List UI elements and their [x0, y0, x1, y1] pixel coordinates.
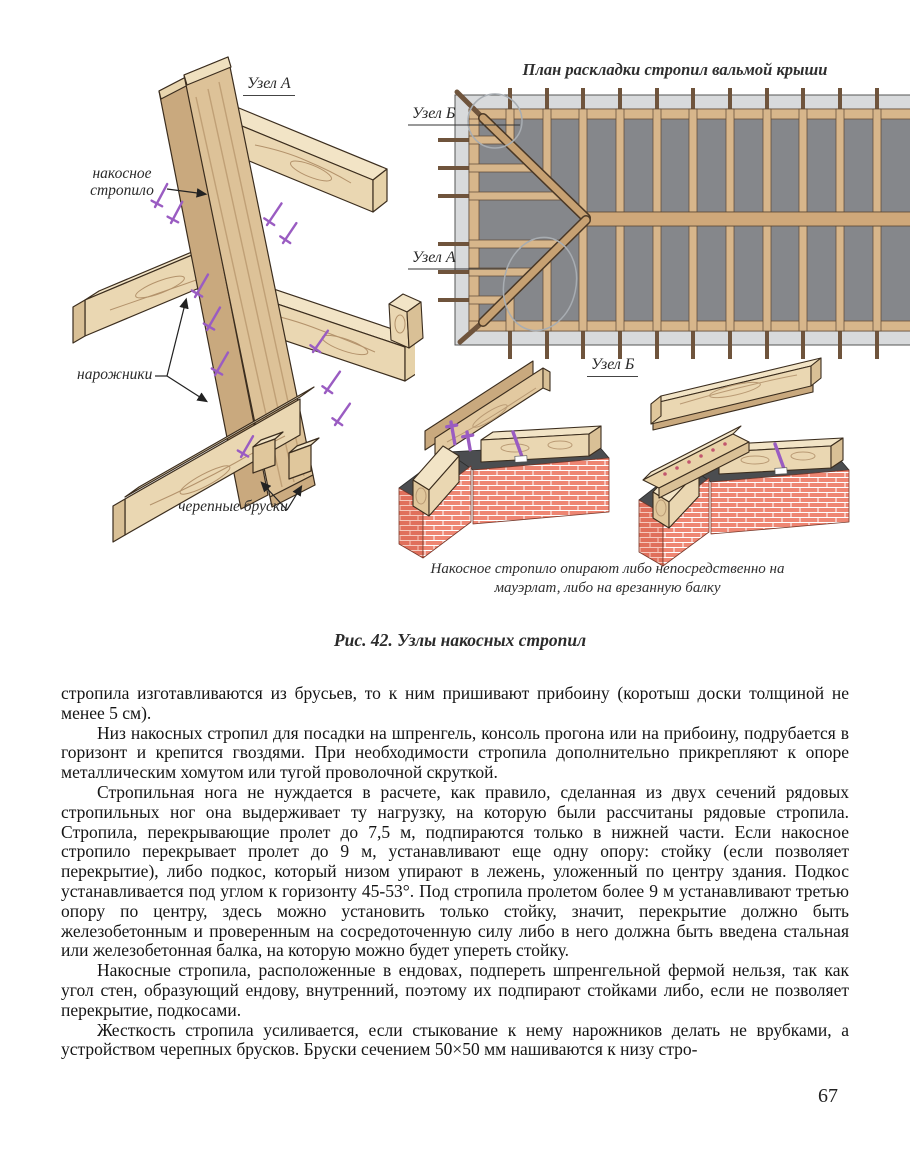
ridge-beam: [584, 211, 910, 227]
figure-caption: Рис. 42. Узлы накосных стропил: [333, 630, 587, 650]
hip-diagonal-rafters: [454, 89, 591, 345]
callout-arrows: [155, 188, 303, 511]
node-b-caption: Накосное стропило опирают либо непосредс…: [430, 561, 785, 596]
common-rafters: [505, 88, 882, 359]
plan-drawing: Узел Б Узел А: [408, 88, 910, 359]
plan-labels: Узел Б Узел А: [408, 105, 520, 270]
node-b-highlight-circle: [467, 93, 523, 149]
plan-jack-rafters: [438, 135, 564, 305]
node-b-detail-right: [638, 357, 850, 567]
cherepnye-bruski-label: черепные бруски: [178, 498, 288, 515]
node-a-drawing: [72, 56, 415, 543]
body-paragraph: Накосные стропила, расположенные в ендов…: [61, 960, 849, 1020]
node-b-title: Узел Б: [587, 356, 639, 377]
node-a-highlight-circle: [502, 236, 578, 332]
node-b-details: Узел Б: [385, 290, 865, 570]
body-paragraph: стропила изготавливаются из брусьев, то …: [61, 683, 849, 723]
plan-node-a-label: Узел А: [412, 249, 456, 266]
node-a-title: Узел А: [243, 75, 295, 96]
body-paragraph: Низ накосных стропил для посадки на шпре…: [61, 722, 849, 783]
node-b-drawings: [388, 293, 850, 567]
hip-rafter-label: накосное стропило: [90, 165, 154, 200]
body-paragraph: Жесткость стропила усиливается, если сты…: [61, 1019, 849, 1060]
node-a-illustration: Узел А накосное стропило нарожники череп…: [55, 55, 415, 580]
plan-node-b-label: Узел Б: [412, 105, 456, 122]
loose-beam-piece: [388, 293, 424, 349]
plan-title: План раскладки стропил вальмой крыши: [522, 60, 828, 79]
wire-staples: [150, 182, 352, 459]
body-text: стропила изготавливаются из брусьев, то …: [61, 683, 849, 1060]
node-b-detail-left: [398, 360, 610, 559]
jack-rafters-label: нарожники: [77, 366, 153, 383]
rafter-plan: План раскладки стропил вальмой крыши: [400, 60, 910, 362]
purlin-beam: [219, 105, 388, 213]
body-paragraph: Стропильная нога не нуждается в расчете,…: [61, 781, 849, 961]
page-number: 67: [818, 1085, 838, 1107]
cherepnye-bruski-blocks: [252, 431, 320, 480]
